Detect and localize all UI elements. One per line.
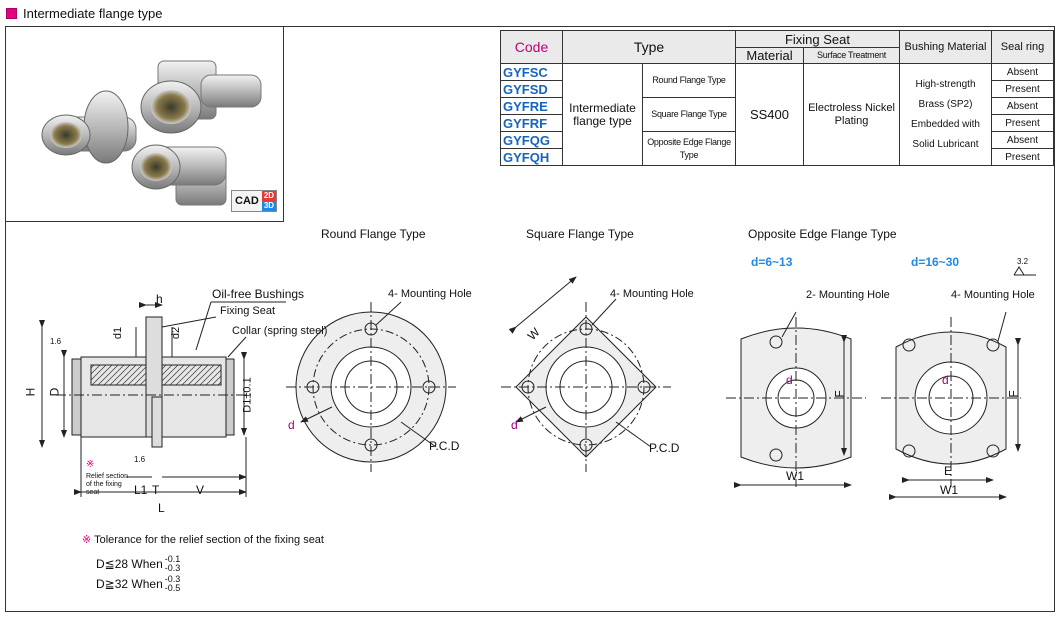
cad-3d-badge: 3D	[261, 201, 277, 211]
label-collar: Collar (spring steel)	[232, 325, 328, 337]
cad-2d-badge: 2D	[261, 191, 277, 201]
code-cell: GYFQH	[500, 148, 563, 166]
square-mounting-hole: 4- Mounting Hole	[610, 288, 694, 300]
code-cell: GYFSD	[500, 80, 563, 98]
roughness-symbol: 3.2	[1017, 257, 1029, 266]
d-range-small: d=6~13	[751, 255, 793, 269]
section-title: Intermediate flange type	[23, 5, 163, 21]
col-surface: Surface Treatment	[803, 47, 900, 64]
opp-large-W1: W1	[940, 483, 958, 497]
tolerance-line-1: D≦28 When -0.1 -0.3	[96, 555, 180, 573]
dim-L1: L1	[134, 483, 148, 497]
view-title-square: Square Flange Type	[526, 227, 634, 241]
col-code: Code	[500, 30, 563, 64]
seal-cell: Present	[991, 148, 1054, 166]
product-photo-illustration	[41, 60, 262, 206]
dim-T: T	[152, 483, 160, 497]
roughness-side-b: 1.6	[134, 455, 146, 464]
product-photo: CAD 2D 3D	[6, 27, 284, 222]
opp-large-F: F	[1006, 390, 1021, 398]
cad-label: CAD	[235, 195, 259, 207]
bushing-cell: High-strength Brass (SP2) Embedded with …	[899, 63, 992, 166]
col-fixing-seat: Fixing Seat	[735, 30, 900, 48]
seal-cell: Present	[991, 114, 1054, 132]
round-d-label: d	[288, 418, 295, 432]
drawing-frame: CAD 2D 3D Code Type Fixing Seat Bushing …	[5, 26, 1055, 612]
view-title-round: Round Flange Type	[321, 227, 426, 241]
material-cell: SS400	[735, 63, 804, 166]
spec-table: Code Type Fixing Seat Bushing Material S…	[500, 30, 1054, 166]
surface-cell: Electroless Nickel Plating	[803, 63, 900, 166]
view-title-opposite: Opposite Edge Flange Type	[748, 227, 897, 241]
col-seal: Seal ring	[991, 30, 1054, 64]
section-header: Intermediate flange type	[6, 4, 162, 22]
relief-label: Relief section of the fixing seat	[86, 473, 129, 496]
tolerance-lower-2: -0.5	[164, 583, 181, 593]
square-pcd: P.C.D	[649, 441, 680, 455]
tolerance-upper-2: -0.3	[164, 574, 181, 584]
technical-drawing	[39, 266, 1036, 500]
opp-large-d-label: d	[942, 373, 949, 387]
tolerance-note: ※ Tolerance for the relief section of th…	[82, 533, 324, 546]
opp-small-W1: W1	[786, 469, 804, 483]
subtype-cell: Opposite Edge Flange Type	[642, 131, 736, 166]
code-cell: GYFRE	[500, 97, 563, 115]
round-mounting-hole: 4- Mounting Hole	[388, 288, 472, 300]
dim-h: h	[156, 292, 163, 306]
header-marker-icon	[6, 7, 17, 19]
col-bushing: Bushing Material	[899, 30, 992, 64]
tolerance-upper-1: -0.1	[164, 554, 181, 564]
opp-small-mounting-hole: 2- Mounting Hole	[806, 289, 890, 301]
tolerance-mark: ※	[82, 534, 92, 546]
round-pcd: P.C.D	[429, 439, 460, 453]
tolerance-lower-1: -0.3	[164, 563, 181, 573]
tolerance-cond-2: D≧32 When	[96, 577, 163, 591]
dim-d1: d1	[112, 326, 125, 340]
opp-small-d-label: d	[786, 373, 793, 387]
relief-mark: ※	[86, 459, 95, 470]
tolerance-cond-1: D≦28 When	[96, 557, 163, 571]
d-range-large: d=16~30	[911, 255, 960, 269]
dim-L: L	[158, 501, 165, 515]
col-type: Type	[562, 30, 736, 64]
col-material: Material	[735, 47, 804, 64]
roughness-side: 1.6	[50, 337, 62, 346]
opp-large-mounting-hole: 4- Mounting Hole	[951, 289, 1035, 301]
dim-H: H	[23, 387, 38, 397]
dim-D1: D1±0.1	[241, 377, 254, 413]
label-fixing-seat: Fixing Seat	[220, 305, 276, 317]
tolerance-line-2: D≧32 When -0.3 -0.5	[96, 575, 180, 593]
label-oil-free: Oil-free Bushings	[212, 287, 305, 301]
tolerance-title: Tolerance for the relief section of the …	[94, 534, 324, 546]
opp-small-F: F	[832, 390, 847, 398]
dim-V: V	[196, 483, 205, 497]
opp-large-E: E	[944, 464, 953, 478]
cad-badge[interactable]: CAD 2D 3D	[231, 190, 278, 212]
square-d-label: d	[511, 418, 518, 432]
dim-D: D	[47, 387, 62, 397]
dim-d2: d2	[170, 326, 183, 340]
